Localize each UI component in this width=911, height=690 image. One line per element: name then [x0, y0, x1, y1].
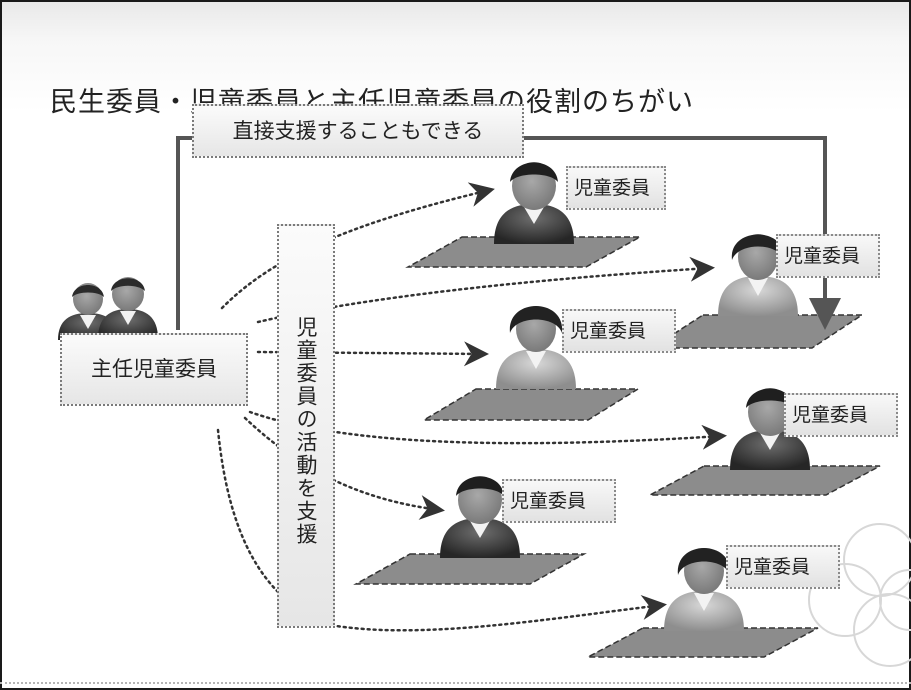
dotted-arrow-2 — [256, 256, 715, 324]
platform-4 — [649, 465, 881, 496]
support-activities-label: 児童委員の活動を支援 — [277, 224, 335, 628]
person-dark-icon-2 — [730, 388, 810, 470]
commissioner-label-3: 児童委員 — [562, 309, 676, 353]
commissioner-label-2: 児童委員 — [776, 234, 880, 278]
platform-3 — [421, 388, 641, 421]
commissioner-label-1: 児童委員 — [566, 166, 666, 210]
direct-support-label: 直接支援することもできる — [192, 104, 524, 158]
commissioner-label-4: 児童委員 — [784, 393, 898, 437]
platform-2 — [649, 314, 865, 349]
person-female-icon-3 — [664, 548, 744, 631]
person-dark-icon-3 — [440, 476, 520, 558]
leader-people-icon — [58, 277, 158, 340]
person-dark-icon-1 — [494, 162, 574, 244]
platform-5 — [353, 553, 587, 585]
flower-decoration-icon — [808, 523, 911, 667]
commissioner-label-5: 児童委員 — [502, 479, 616, 523]
dotted-arrow-6 — [216, 428, 667, 632]
bottom-divider — [0, 682, 911, 684]
platform-6 — [587, 627, 819, 658]
person-female-icon-2 — [496, 306, 576, 389]
dotted-arrow-5 — [243, 416, 445, 520]
person-female-icon-1 — [718, 234, 798, 316]
platform-1 — [405, 236, 643, 268]
commissioner-label-6: 児童委員 — [726, 545, 840, 589]
leader-label: 主任児童委員 — [60, 333, 248, 406]
